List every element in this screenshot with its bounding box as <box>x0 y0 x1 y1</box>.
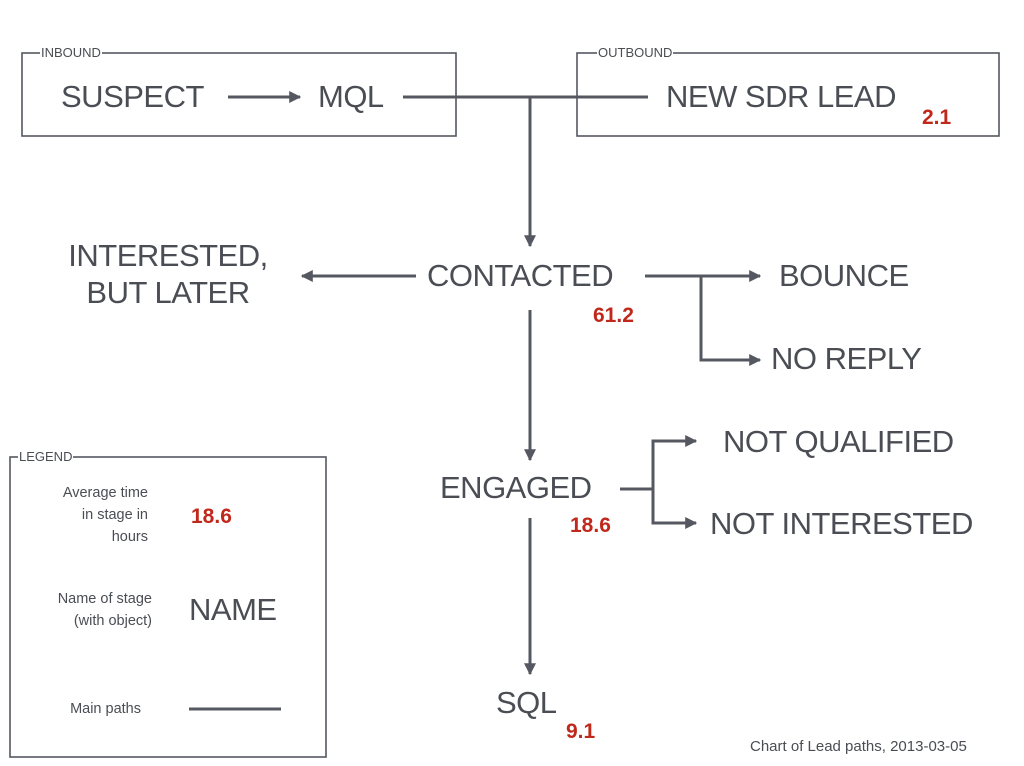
stage-contacted: CONTACTED <box>427 258 614 293</box>
inbound-group-label: INBOUND <box>40 45 102 60</box>
legend-average-time-line3: hours <box>111 528 148 545</box>
legend-average-time-label: Average time in stage in hours <box>20 483 148 548</box>
stage-mql: MQL <box>318 79 384 114</box>
arrow-engaged-to-not-qualified <box>651 435 698 489</box>
legend-name-line2: (with object) <box>73 612 152 629</box>
stage-no-reply: NO REPLY <box>771 341 922 376</box>
stage-not-interested: NOT INTERESTED <box>710 506 973 541</box>
hours-contacted: 61.2 <box>593 304 634 327</box>
stage-new-sdr-lead: NEW SDR LEAD <box>666 79 896 114</box>
arrow-engaged-to-not-interested <box>651 489 698 529</box>
legend-frame <box>9 456 327 758</box>
stage-bounce: BOUNCE <box>779 258 909 293</box>
chart-caption: Chart of Lead paths, 2013-03-05 <box>750 738 967 755</box>
arrow-contacted-to-no-reply <box>699 276 762 366</box>
legend-name-line1: Name of stage <box>57 591 152 607</box>
legend-group-label: LEGEND <box>18 449 74 464</box>
legend-average-time-line1: Average time <box>62 485 148 501</box>
stage-interested-line2: BUT LATER <box>86 275 250 311</box>
legend-name-example: NAME <box>189 592 277 627</box>
outbound-group-label: OUTBOUND <box>597 45 674 60</box>
legend-average-time-line2: in stage in <box>81 506 148 523</box>
hours-sql: 9.1 <box>566 720 596 743</box>
outbound-group-frame <box>576 52 1000 137</box>
stage-interested-but-later: INTERESTED, BUT LATER <box>50 237 286 311</box>
inbound-group-frame <box>21 52 457 137</box>
stage-not-qualified: NOT QUALIFIED <box>723 424 954 459</box>
stage-suspect: SUSPECT <box>61 79 204 114</box>
legend-hours-example: 18.6 <box>191 505 232 528</box>
hours-new-sdr-lead: 2.1 <box>922 106 952 129</box>
stage-sql: SQL <box>496 685 557 720</box>
legend-name-label: Name of stage (with object) <box>20 589 152 633</box>
legend-main-paths-label: Main paths <box>70 701 141 717</box>
stage-engaged: ENGAGED <box>440 470 592 505</box>
stage-interested-line1: INTERESTED, <box>68 238 268 273</box>
hours-engaged: 18.6 <box>570 514 611 537</box>
